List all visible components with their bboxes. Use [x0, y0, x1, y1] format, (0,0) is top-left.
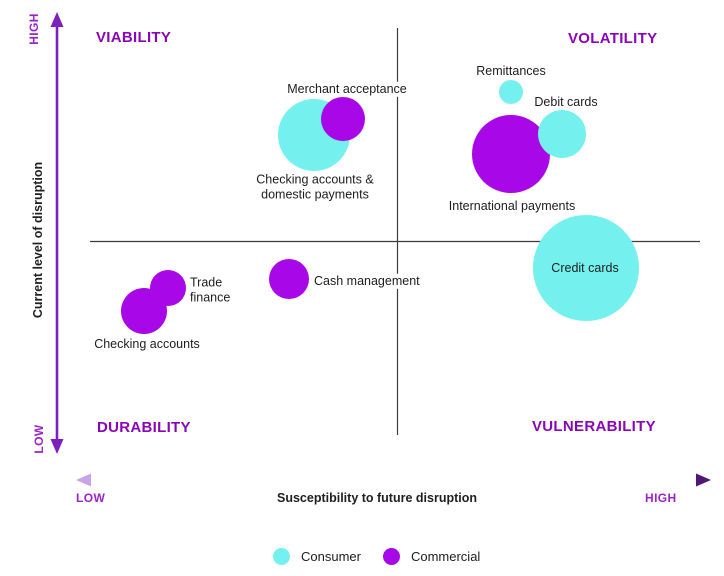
x-axis-arrowhead-left-icon: [76, 473, 91, 487]
bubble-remittances: [499, 80, 523, 104]
legend-label-commercial: Commercial: [410, 549, 481, 564]
bubble-merchant-acceptance: [321, 97, 365, 141]
consumer-dot-icon: [273, 548, 290, 565]
y-axis-arrowhead-up-icon: [50, 12, 64, 27]
legend: Consumer Commercial: [273, 548, 480, 565]
bubble-debit-cards: [538, 110, 586, 158]
commercial-dot-icon: [382, 548, 400, 565]
bubble-checking-accounts: [121, 288, 167, 334]
y-axis-arrow: [50, 12, 64, 454]
y-axis-arrowhead-down-icon: [50, 439, 64, 454]
x-axis-arrowhead-right-icon: [696, 473, 711, 487]
bubble-cash-management: [269, 259, 309, 299]
bubble-layer: [121, 80, 639, 334]
legend-item-commercial: Commercial: [382, 548, 481, 565]
bubble-international-payments: [472, 115, 550, 193]
legend-item-consumer: Consumer: [273, 548, 361, 565]
bubble-credit-cards: [533, 215, 639, 321]
x-axis-arrow: [76, 473, 711, 487]
legend-label-consumer: Consumer: [301, 549, 361, 564]
